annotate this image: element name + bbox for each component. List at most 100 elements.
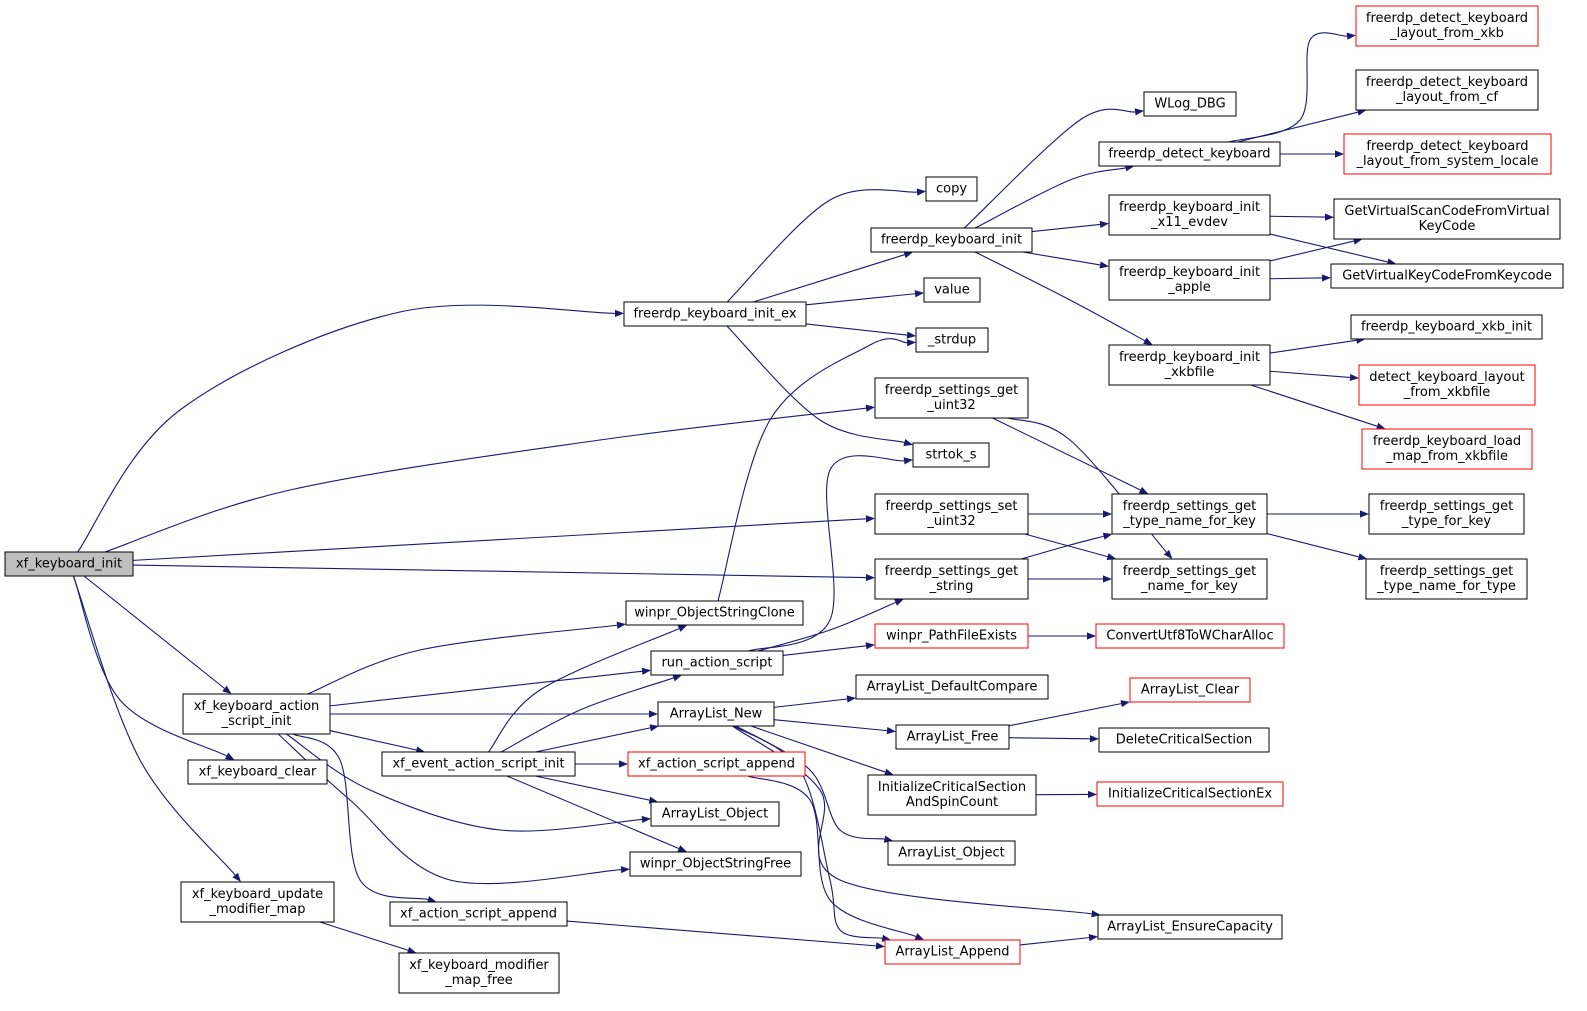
call-edge-n10-n15: [974, 167, 1126, 229]
node-label: _map_from_xkbfile: [1385, 449, 1508, 464]
arrowhead-n17-n23: [1321, 274, 1331, 282]
call-edge-n0-n6: [72, 575, 227, 757]
function-node-n1[interactable]: freerdp_keyboard_init_ex: [623, 301, 807, 327]
function-node-n26[interactable]: freerdp_keyboard_load_map_from_xkbfile: [1361, 428, 1533, 470]
node-box: [650, 650, 784, 676]
node-box: [1350, 314, 1543, 340]
function-node-n14[interactable]: WLog_DBG: [1143, 91, 1237, 117]
function-node-n4[interactable]: freerdp_settings_get_string: [874, 558, 1029, 600]
node-label: ArrayList_Append: [895, 945, 1009, 960]
function-node-n6[interactable]: xf_keyboard_clear: [187, 759, 328, 785]
arrowhead-n10-n14: [1134, 108, 1144, 116]
function-node-n21[interactable]: freerdp_detect_keyboard_layout_from_syst…: [1343, 133, 1552, 175]
function-node-n32[interactable]: run_action_script: [650, 650, 784, 676]
function-node-n33[interactable]: ArrayList_New: [657, 701, 775, 727]
node-label: freerdp_keyboard_init: [1119, 265, 1260, 280]
function-node-n8[interactable]: xf_keyboard_modifier_map_free: [398, 952, 560, 994]
call-edge-n0-n3: [132, 518, 867, 561]
function-node-n15[interactable]: freerdp_detect_keyboard: [1098, 141, 1281, 167]
call-edge-n16-n23: [1269, 233, 1388, 263]
function-node-n2[interactable]: freerdp_settings_get_uint32: [874, 377, 1029, 419]
function-node-n9[interactable]: copy: [925, 176, 978, 202]
node-box: [1361, 428, 1533, 470]
arrowhead-n5-n38: [427, 896, 437, 903]
function-node-n45[interactable]: ArrayList_Clear: [1129, 677, 1251, 703]
function-node-n23[interactable]: GetVirtualKeyCodeFromKeycode: [1330, 263, 1564, 289]
call-edge-n38-n49: [566, 920, 877, 947]
function-node-n36[interactable]: ArrayList_Object: [650, 801, 780, 827]
function-node-n19[interactable]: freerdp_detect_keyboard_layout_from_xkb: [1355, 5, 1539, 47]
node-box: [1098, 141, 1281, 167]
node-label: _uint32: [926, 514, 975, 529]
node-label: freerdp_keyboard_xkb_init: [1361, 320, 1532, 335]
function-node-n49[interactable]: ArrayList_Append: [884, 939, 1021, 965]
node-box: [1333, 198, 1561, 240]
function-node-n17[interactable]: freerdp_keyboard_init_apple: [1108, 259, 1271, 301]
function-node-n42[interactable]: ArrayList_Free: [895, 724, 1010, 750]
function-node-n18[interactable]: freerdp_keyboard_init_xkbfile: [1108, 344, 1271, 386]
function-node-n46[interactable]: DeleteCriticalSection: [1098, 727, 1270, 753]
function-node-n24[interactable]: freerdp_keyboard_xkb_init: [1350, 314, 1543, 340]
node-box: [182, 693, 331, 735]
function-node-n3[interactable]: freerdp_settings_set_uint32: [874, 493, 1029, 535]
node-label: _map_free: [444, 973, 513, 988]
arrowhead-n5-n32: [641, 667, 651, 675]
function-node-n47[interactable]: InitializeCriticalSectionEx: [1096, 781, 1284, 807]
node-box: [1108, 344, 1271, 386]
function-node-n28[interactable]: freerdp_settings_get_name_for_key: [1111, 558, 1268, 600]
call-edge-n5-n31: [307, 624, 618, 695]
arrowhead-n42-n45: [1120, 700, 1130, 708]
arrowhead-n32-n39: [865, 642, 875, 650]
arrowhead-n32-n4: [894, 599, 904, 606]
node-label: freerdp_settings_get: [885, 383, 1018, 398]
node-box: [1097, 914, 1283, 940]
function-node-n11[interactable]: value: [923, 277, 981, 303]
function-node-n40[interactable]: ConvertUtf8ToWCharAlloc: [1095, 623, 1285, 649]
node-label: freerdp_detect_keyboard: [1366, 139, 1528, 154]
function-node-n39[interactable]: winpr_PathFileExists: [874, 623, 1029, 649]
call-edge-n16-n22: [1269, 215, 1326, 218]
call-edge-n33-n43: [750, 725, 886, 773]
function-node-n29[interactable]: freerdp_settings_get_type_for_key: [1368, 493, 1525, 535]
function-node-n5[interactable]: xf_keyboard_action_script_init: [182, 693, 331, 735]
function-node-n41[interactable]: ArrayList_DefaultCompare: [855, 674, 1049, 700]
node-label: _layout_from_cf: [1395, 90, 1498, 105]
function-node-n44[interactable]: ArrayList_Object: [887, 840, 1016, 866]
function-node-n30[interactable]: freerdp_settings_get_type_name_for_type: [1365, 558, 1528, 600]
function-node-n38[interactable]: xf_action_script_append: [389, 901, 568, 927]
call-edge-n18-n26: [1250, 384, 1378, 427]
node-label: _from_xkbfile: [1403, 385, 1491, 400]
node-box: [1108, 194, 1271, 236]
function-node-n37[interactable]: winpr_ObjectStringFree: [629, 851, 802, 877]
node-label: _type_name_for_type: [1376, 579, 1516, 594]
node-box: [874, 623, 1029, 649]
function-node-n0[interactable]: xf_keyboard_init: [4, 551, 134, 577]
function-node-n16[interactable]: freerdp_keyboard_init_x11_evdev: [1108, 194, 1271, 236]
node-label: freerdp_settings_set: [886, 499, 1018, 514]
function-node-n25[interactable]: detect_keyboard_layout_from_xkbfile: [1358, 364, 1536, 406]
arrowhead-n16-n22: [1324, 213, 1334, 221]
function-node-n7[interactable]: xf_keyboard_update_modifier_map: [180, 881, 335, 923]
function-node-n13[interactable]: strtok_s: [912, 442, 990, 468]
node-label: WLog_DBG: [1154, 97, 1225, 112]
call-edge-n27-n30: [1266, 533, 1359, 558]
node-label: _string: [929, 579, 974, 594]
node-label: winpr_PathFileExists: [886, 629, 1017, 644]
call-edge-n42-n46: [1008, 737, 1091, 740]
node-box: [1095, 623, 1285, 649]
node-label: value: [934, 283, 970, 298]
function-node-n35[interactable]: xf_action_script_append: [627, 751, 806, 777]
function-node-n10[interactable]: freerdp_keyboard_init: [870, 227, 1033, 253]
node-label: ArrayList_Object: [898, 846, 1005, 861]
node-label: xf_action_script_append: [638, 757, 795, 772]
function-node-n31[interactable]: winpr_ObjectStringClone: [625, 600, 804, 626]
node-label: ArrayList_EnsureCapacity: [1107, 920, 1273, 935]
function-node-n48[interactable]: ArrayList_EnsureCapacity: [1097, 914, 1283, 940]
function-node-n34[interactable]: xf_event_action_script_init: [381, 751, 576, 777]
function-node-n12[interactable]: _strdup: [915, 327, 989, 353]
function-node-n27[interactable]: freerdp_settings_get_type_name_for_key: [1111, 493, 1268, 535]
function-node-n20[interactable]: freerdp_detect_keyboard_layout_from_cf: [1355, 69, 1539, 111]
